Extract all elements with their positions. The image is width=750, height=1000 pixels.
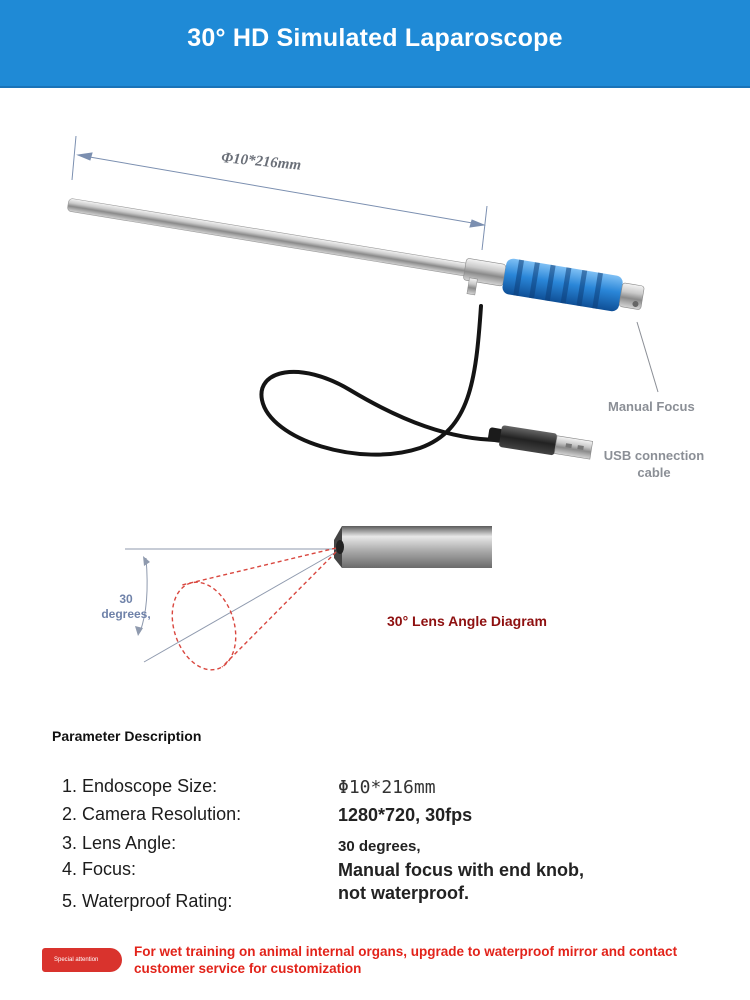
param-row-waterproof: 5. Waterproof Rating:: [0, 891, 750, 921]
view-axis-line: [143, 551, 337, 663]
param-label: 3. Lens Angle:: [62, 833, 177, 853]
laparoscope-illustration: [67, 135, 659, 460]
param-label: 1. Endoscope Size:: [62, 776, 218, 796]
angle-arc: [139, 557, 148, 633]
angle-value-label: 30 degrees,: [101, 592, 151, 621]
param-value: 1280*720, 30fps: [338, 805, 473, 825]
manual-focus-callout: Manual Focus: [608, 399, 695, 414]
param-value: Φ10*216mm: [338, 777, 436, 798]
page-title: 30° HD Simulated Laparoscope: [187, 24, 563, 52]
laparoscope-shaft: [67, 198, 645, 312]
param-row-resolution: 2. Camera Resolution: 1280*720, 30fps: [0, 804, 750, 834]
scope-tip: [334, 526, 492, 568]
param-row-lens-angle: 3. Lens Angle: 30 degrees,: [0, 833, 750, 863]
special-attention-badge: Special attention: [42, 948, 122, 972]
special-attention-text: For wet training on animal internal orga…: [134, 944, 678, 976]
header-banner: 30° HD Simulated Laparoscope: [0, 0, 750, 88]
param-value: 30 degrees,: [338, 838, 421, 855]
param-label: 5. Waterproof Rating:: [62, 891, 233, 911]
param-value: Manual focus with end knob, not waterpro…: [338, 860, 585, 903]
param-row-focus: 4. Focus: Manual focus with end knob, no…: [0, 859, 750, 909]
param-label: 4. Focus:: [62, 859, 137, 879]
usb-plug: [487, 425, 594, 460]
dimension-arrow: [71, 135, 488, 251]
param-label: 2. Camera Resolution:: [62, 804, 242, 824]
parameter-heading: Parameter Description: [52, 728, 202, 744]
focus-leader: [636, 321, 659, 393]
lens-angle-diagram: [125, 526, 492, 671]
usb-cable: [259, 304, 502, 457]
view-cone: [171, 547, 337, 671]
param-row-size: 1. Endoscope Size: Φ10*216mm: [0, 776, 750, 806]
usb-cable-callout: USB connection cable: [603, 448, 705, 480]
angle-diagram-caption: 30° Lens Angle Diagram: [387, 613, 547, 629]
